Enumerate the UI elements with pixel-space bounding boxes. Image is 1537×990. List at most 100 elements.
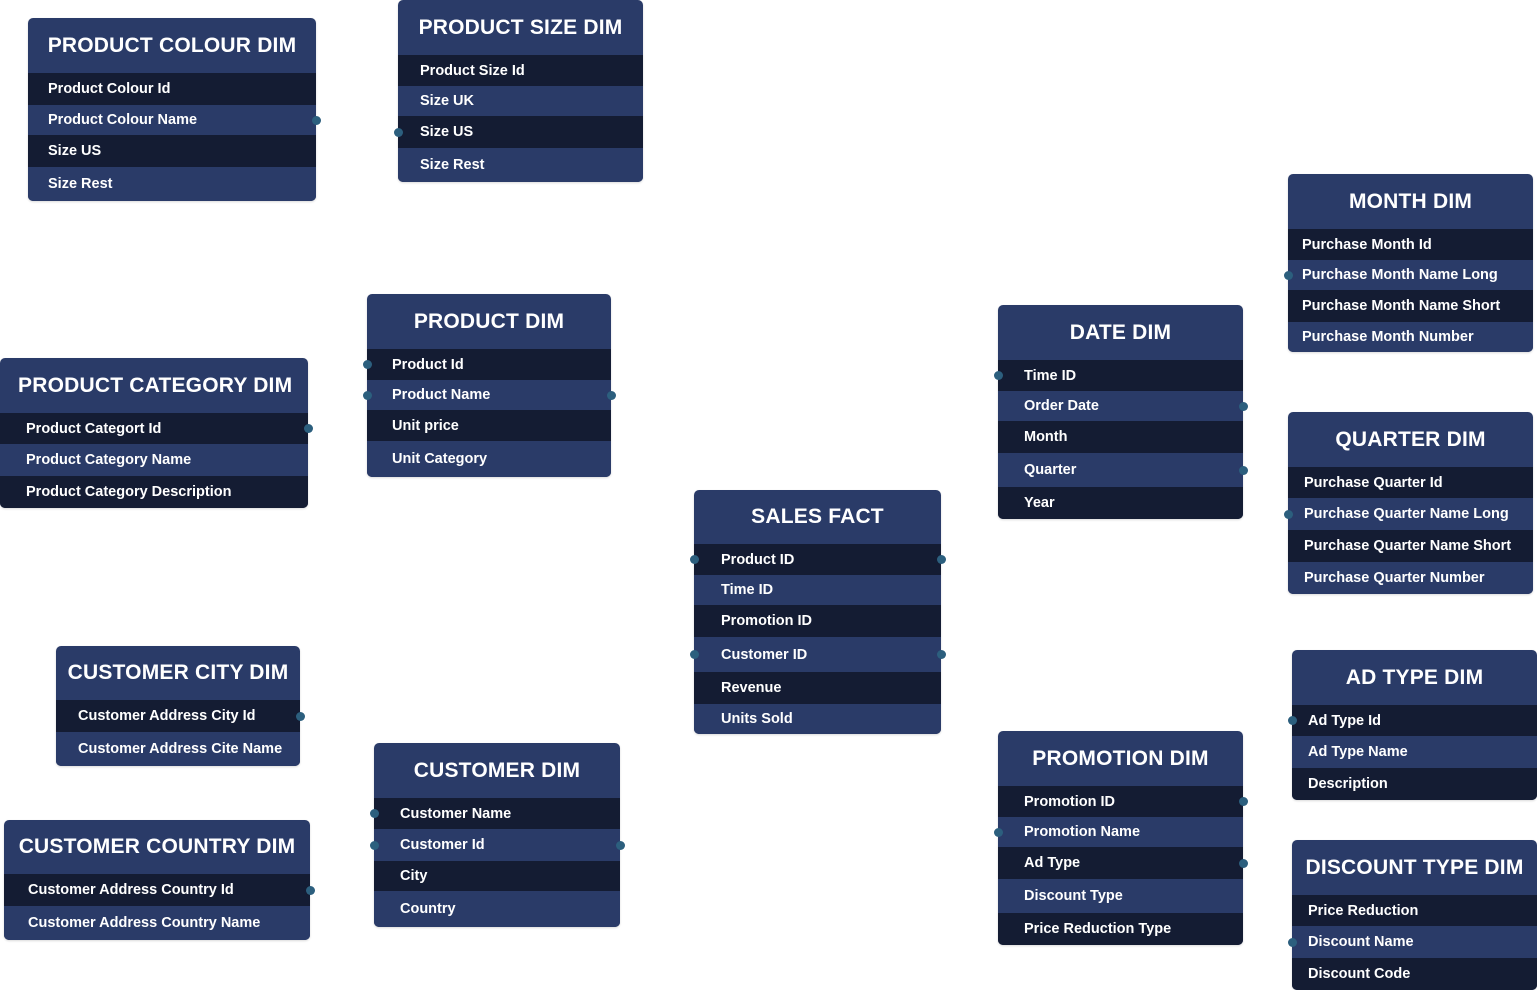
field-purchase-quarter-number[interactable]: Purchase Quarter Number	[1288, 562, 1533, 594]
customer-country-dim-table[interactable]: CUSTOMER COUNTRY DIM Customer Address Cou…	[4, 820, 310, 940]
connector-dot-icon[interactable]	[1287, 937, 1297, 947]
table-title: QUARTER DIM	[1335, 427, 1486, 451]
field-discount-name[interactable]: Discount Name	[1292, 926, 1537, 958]
connector-dot-icon[interactable]	[362, 360, 372, 369]
connector-dot-icon[interactable]	[303, 424, 313, 433]
connector-dot-icon[interactable]	[993, 827, 1003, 837]
field-year[interactable]: Year	[998, 487, 1243, 519]
field-time-id[interactable]: Time ID	[694, 575, 941, 605]
table-title: CUSTOMER CITY DIM	[67, 661, 289, 684]
field-product-categort-id[interactable]: Product Categort Id	[0, 413, 308, 444]
connector-dot-icon[interactable]	[1283, 509, 1293, 519]
field-size-rest[interactable]: Size Rest	[28, 167, 316, 201]
connector-dot-icon[interactable]	[295, 711, 305, 721]
field-discount-type[interactable]: Discount Type	[998, 879, 1243, 913]
field-discount-code[interactable]: Discount Code	[1292, 958, 1537, 990]
table-title: AD TYPE DIM	[1345, 665, 1484, 689]
field-promotion-id[interactable]: Promotion ID	[998, 786, 1243, 817]
field-ad-type-id[interactable]: Ad Type Id	[1292, 705, 1537, 736]
table-title: DATE DIM	[1069, 320, 1172, 344]
field-size-rest[interactable]: Size Rest	[398, 148, 643, 182]
connector-dot-icon[interactable]	[362, 390, 372, 400]
connector-dot-icon[interactable]	[606, 390, 616, 400]
connector-dot-icon[interactable]	[1283, 270, 1293, 280]
field-purchase-month-name-short[interactable]: Purchase Month Name Short	[1288, 290, 1533, 322]
field-ad-type-name[interactable]: Ad Type Name	[1292, 736, 1537, 768]
field-size-us[interactable]: Size US	[28, 135, 316, 167]
field-product-id[interactable]: Product Id	[367, 349, 611, 380]
field-revenue[interactable]: Revenue	[694, 672, 941, 704]
field-month[interactable]: Month	[998, 421, 1243, 453]
field-purchase-month-number[interactable]: Purchase Month Number	[1288, 322, 1533, 352]
field-product-id[interactable]: Product ID	[694, 544, 941, 575]
field-purchase-month-id[interactable]: Purchase Month Id	[1288, 229, 1533, 260]
field-promotion-name[interactable]: Promotion Name	[998, 817, 1243, 847]
connector-dot-icon[interactable]	[689, 555, 699, 564]
field-description[interactable]: Description	[1292, 768, 1537, 800]
field-product-category-name[interactable]: Product Category Name	[0, 444, 308, 476]
connector-dot-icon[interactable]	[689, 650, 699, 659]
field-customer-address-cite-name[interactable]: Customer Address Cite Name	[56, 732, 300, 766]
connector-dot-icon[interactable]	[369, 809, 379, 818]
table-title: MONTH DIM	[1348, 189, 1473, 213]
table-title: CUSTOMER COUNTRY DIM	[18, 835, 296, 858]
field-customer-address-country-id[interactable]: Customer Address Country Id	[4, 874, 310, 906]
field-price-reduction[interactable]: Price Reduction	[1292, 895, 1537, 926]
field-order-date[interactable]: Order Date	[998, 391, 1243, 421]
field-customer-address-city-id[interactable]: Customer Address City Id	[56, 700, 300, 732]
connector-dot-icon[interactable]	[993, 371, 1003, 380]
field-product-colour-id[interactable]: Product Colour Id	[28, 73, 316, 105]
field-country[interactable]: Country	[374, 891, 620, 927]
field-city[interactable]: City	[374, 861, 620, 891]
connector-dot-icon[interactable]	[311, 115, 321, 125]
connector-dot-icon[interactable]	[1287, 716, 1297, 725]
field-purchase-quarter-name-long[interactable]: Purchase Quarter Name Long	[1288, 498, 1533, 530]
field-customer-id[interactable]: Customer ID	[694, 637, 941, 672]
field-size-uk[interactable]: Size UK	[398, 86, 643, 116]
field-product-colour-name[interactable]: Product Colour Name	[28, 105, 316, 135]
field-ad-type[interactable]: Ad Type	[998, 847, 1243, 879]
field-size-us[interactable]: Size US	[398, 116, 643, 148]
field-product-category-description[interactable]: Product Category Description	[0, 476, 308, 508]
field-customer-name[interactable]: Customer Name	[374, 798, 620, 829]
field-unit-price[interactable]: Unit price	[367, 410, 611, 441]
connector-dot-icon[interactable]	[369, 840, 379, 850]
connector-dot-icon[interactable]	[936, 555, 946, 564]
table-title: DISCOUNT TYPE DIM	[1305, 855, 1524, 879]
connector-dot-icon[interactable]	[936, 650, 946, 659]
field-customer-address-country-name[interactable]: Customer Address Country Name	[4, 906, 310, 940]
field-purchase-quarter-id[interactable]: Purchase Quarter Id	[1288, 467, 1533, 498]
connector-dot-icon[interactable]	[1238, 797, 1248, 806]
field-promotion-id[interactable]: Promotion ID	[694, 605, 941, 637]
connector-dot-icon[interactable]	[393, 127, 403, 137]
field-unit-category[interactable]: Unit Category	[367, 441, 611, 477]
customer-city-dim-table[interactable]: CUSTOMER CITY DIM Customer Address City I…	[56, 646, 300, 766]
field-purchase-month-name-long[interactable]: Purchase Month Name Long	[1288, 260, 1533, 290]
connector-dot-icon[interactable]	[1238, 401, 1248, 411]
connector-dot-icon[interactable]	[1238, 858, 1248, 868]
field-product-name[interactable]: Product Name	[367, 380, 611, 410]
connector-dot-icon[interactable]	[1238, 465, 1248, 475]
table-title: PRODUCT SIZE DIM	[418, 15, 623, 39]
connector-dot-icon[interactable]	[615, 840, 625, 850]
field-quarter[interactable]: Quarter	[998, 453, 1243, 487]
field-units-sold[interactable]: Units Sold	[694, 704, 941, 734]
connector-dot-icon[interactable]	[305, 885, 315, 895]
field-customer-id[interactable]: Customer Id	[374, 829, 620, 861]
field-product-size-id[interactable]: Product Size Id	[398, 55, 643, 86]
field-time-id[interactable]: Time ID	[998, 360, 1243, 391]
field-price-reduction-type[interactable]: Price Reduction Type	[998, 913, 1243, 945]
field-purchase-quarter-name-short[interactable]: Purchase Quarter Name Short	[1288, 530, 1533, 562]
